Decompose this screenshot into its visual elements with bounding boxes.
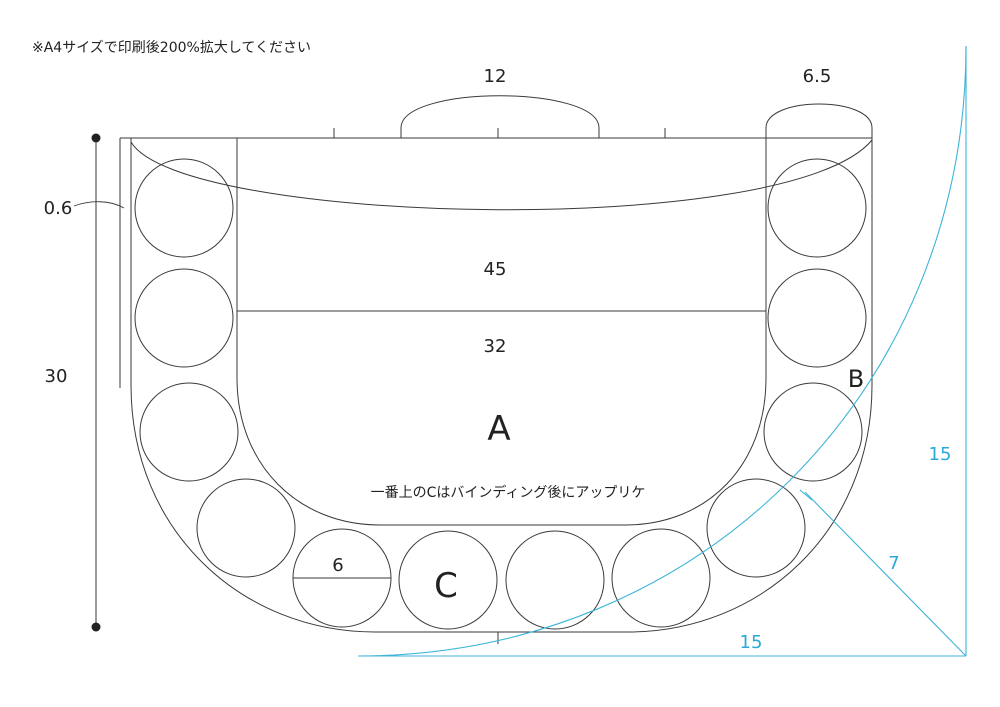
guide-diagonal-label: 7	[888, 553, 899, 574]
corner-width-label: 6.5	[803, 66, 832, 87]
circle-c-bottom-3	[505, 530, 605, 630]
panel-a-label: A	[487, 409, 510, 449]
circle-c-right-4	[706, 478, 806, 578]
top-width-arc	[400, 95, 600, 138]
applique-instruction: 一番上のCはバインディング後にアップリケ	[371, 484, 646, 501]
circle-c-left-3	[139, 382, 239, 482]
part-b-label: B	[848, 365, 864, 393]
height-dimension-bottom-dot	[91, 622, 101, 632]
circle-c-right-1	[767, 158, 867, 258]
circle-c-left-1	[134, 158, 234, 258]
circle-c-left-2	[134, 268, 234, 368]
guide-horizontal-label: 15	[740, 632, 763, 653]
circle-diameter-label: 6	[332, 555, 343, 576]
seam-label: 0.6	[44, 198, 73, 219]
outer-length-label: 45	[484, 259, 507, 280]
guide-diagonal-line	[804, 491, 967, 657]
guide-radius-arc	[357, 45, 967, 657]
circle-c-right-2	[767, 268, 867, 368]
circle-c-left-4	[196, 478, 296, 578]
circle-c-right-3	[763, 382, 863, 482]
circle-c-bottom-2	[398, 530, 498, 630]
corner-width-arc	[765, 103, 873, 138]
panel-a-outline	[236, 138, 767, 526]
circle-c-bottom-4	[611, 528, 711, 628]
top-width-label: 12	[484, 66, 507, 87]
part-c-label: C	[434, 566, 458, 606]
top-curve	[130, 139, 873, 211]
seam-leader	[73, 201, 125, 209]
height-dimension-top-dot	[91, 133, 101, 143]
inner-length-label: 32	[484, 336, 507, 357]
print-note: ※A4サイズで印刷後200%拡大してください	[32, 40, 311, 56]
guide-vertical-label: 15	[929, 444, 952, 465]
guide-diagonal-tick	[799, 489, 813, 501]
height-label: 30	[45, 366, 68, 387]
outer-outline	[130, 137, 873, 633]
